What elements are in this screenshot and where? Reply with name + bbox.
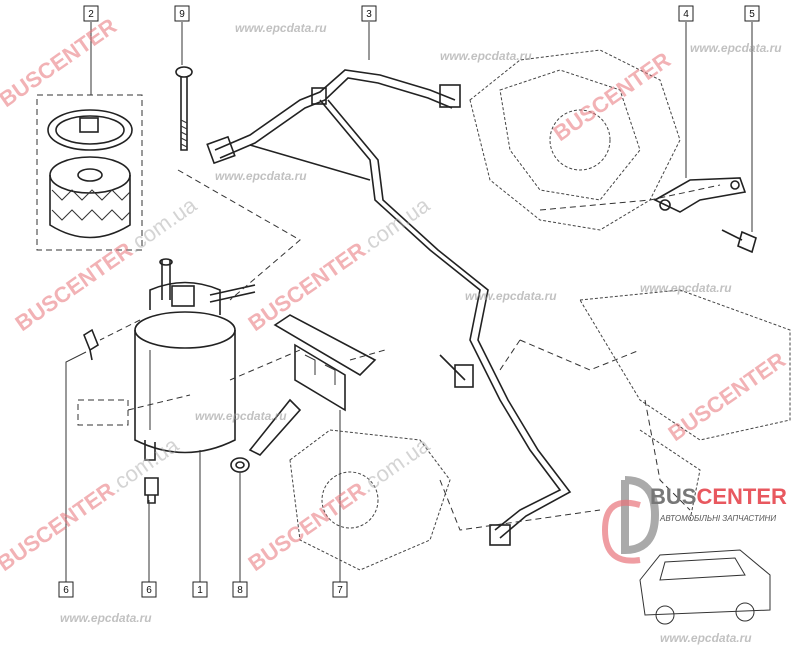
watermark: BUSCENTER <box>549 47 676 146</box>
filter-element <box>36 94 143 251</box>
callout-label: 5 <box>749 9 755 20</box>
watermark-site: www.epcdata.ru <box>60 611 152 625</box>
watermark: BUSCENTER.com.ua <box>244 432 435 576</box>
callout-2[interactable]: 2 <box>83 5 99 22</box>
bleed-screw-left <box>83 328 99 361</box>
callout-label: 3 <box>366 9 372 20</box>
callout-9[interactable]: 9 <box>174 5 190 22</box>
bolt <box>175 66 193 151</box>
watermark: BUSCENTER <box>664 347 791 446</box>
callout-5[interactable]: 5 <box>744 5 760 22</box>
fuel-filter-housing <box>134 258 256 461</box>
grommet <box>230 457 250 473</box>
logo-tagline: АВТОМОБІЛЬНІ ЗАПЧАСТИНИ <box>659 514 776 523</box>
callouts-top: 2 9 3 4 5 <box>83 5 760 22</box>
watermark-site: www.epcdata.ru <box>195 409 287 423</box>
watermark: BUSCENTER.com.ua <box>11 192 202 336</box>
filter-bracket <box>248 314 377 456</box>
callout-4[interactable]: 4 <box>678 5 694 22</box>
injection-pump-outline <box>289 429 451 571</box>
bracket-bolt <box>721 229 757 254</box>
callout-label: 7 <box>337 585 343 596</box>
fuel-pipes <box>206 69 572 546</box>
callout-label: 9 <box>179 9 185 20</box>
callout-3[interactable]: 3 <box>361 5 377 22</box>
assembly-lines <box>77 169 721 531</box>
callout-7[interactable]: 7 <box>332 581 348 598</box>
callout-label: 6 <box>63 585 69 596</box>
callout-label: 1 <box>197 585 203 596</box>
callout-label: 6 <box>146 585 152 596</box>
manifold-outline <box>579 289 791 521</box>
buscenter-logo: BUSCENTER АВТОМОБІЛЬНІ ЗАПЧАСТИНИ <box>601 476 787 625</box>
watermark-site: www.epcdata.ru <box>235 21 327 35</box>
watermark: BUSCENTER.com.ua <box>244 192 435 336</box>
watermark-site: www.epcdata.ru <box>465 289 557 303</box>
watermark: BUSCENTER.com.ua <box>0 432 184 576</box>
callout-label: 4 <box>683 9 689 20</box>
callout-label: 2 <box>88 9 94 20</box>
callout-6-left[interactable]: 6 <box>58 581 74 598</box>
watermark-site: www.epcdata.ru <box>660 631 752 645</box>
callout-label: 8 <box>237 585 243 596</box>
minibus-illustration <box>639 549 771 625</box>
callout-1[interactable]: 1 <box>192 581 208 598</box>
watermark-site: www.epcdata.ru <box>640 281 732 295</box>
leader-lines <box>65 22 753 582</box>
engine-block-outline <box>469 49 681 231</box>
watermark-site: www.epcdata.ru <box>690 41 782 55</box>
watermark-site: www.epcdata.ru <box>215 169 307 183</box>
drain-screw <box>144 477 159 504</box>
logo-name: BUSCENTER <box>650 484 787 509</box>
callouts-bottom: 6 6 1 8 7 <box>58 581 348 598</box>
callout-8[interactable]: 8 <box>232 581 248 598</box>
watermark-site: www.epcdata.ru <box>440 49 532 63</box>
pipe-bracket <box>653 177 747 213</box>
watermark: BUSCENTER <box>0 13 121 112</box>
watermarks: BUSCENTER BUSCENTER.com.ua BUSCENTER.com… <box>0 13 790 645</box>
callout-6-bottom[interactable]: 6 <box>141 581 157 598</box>
